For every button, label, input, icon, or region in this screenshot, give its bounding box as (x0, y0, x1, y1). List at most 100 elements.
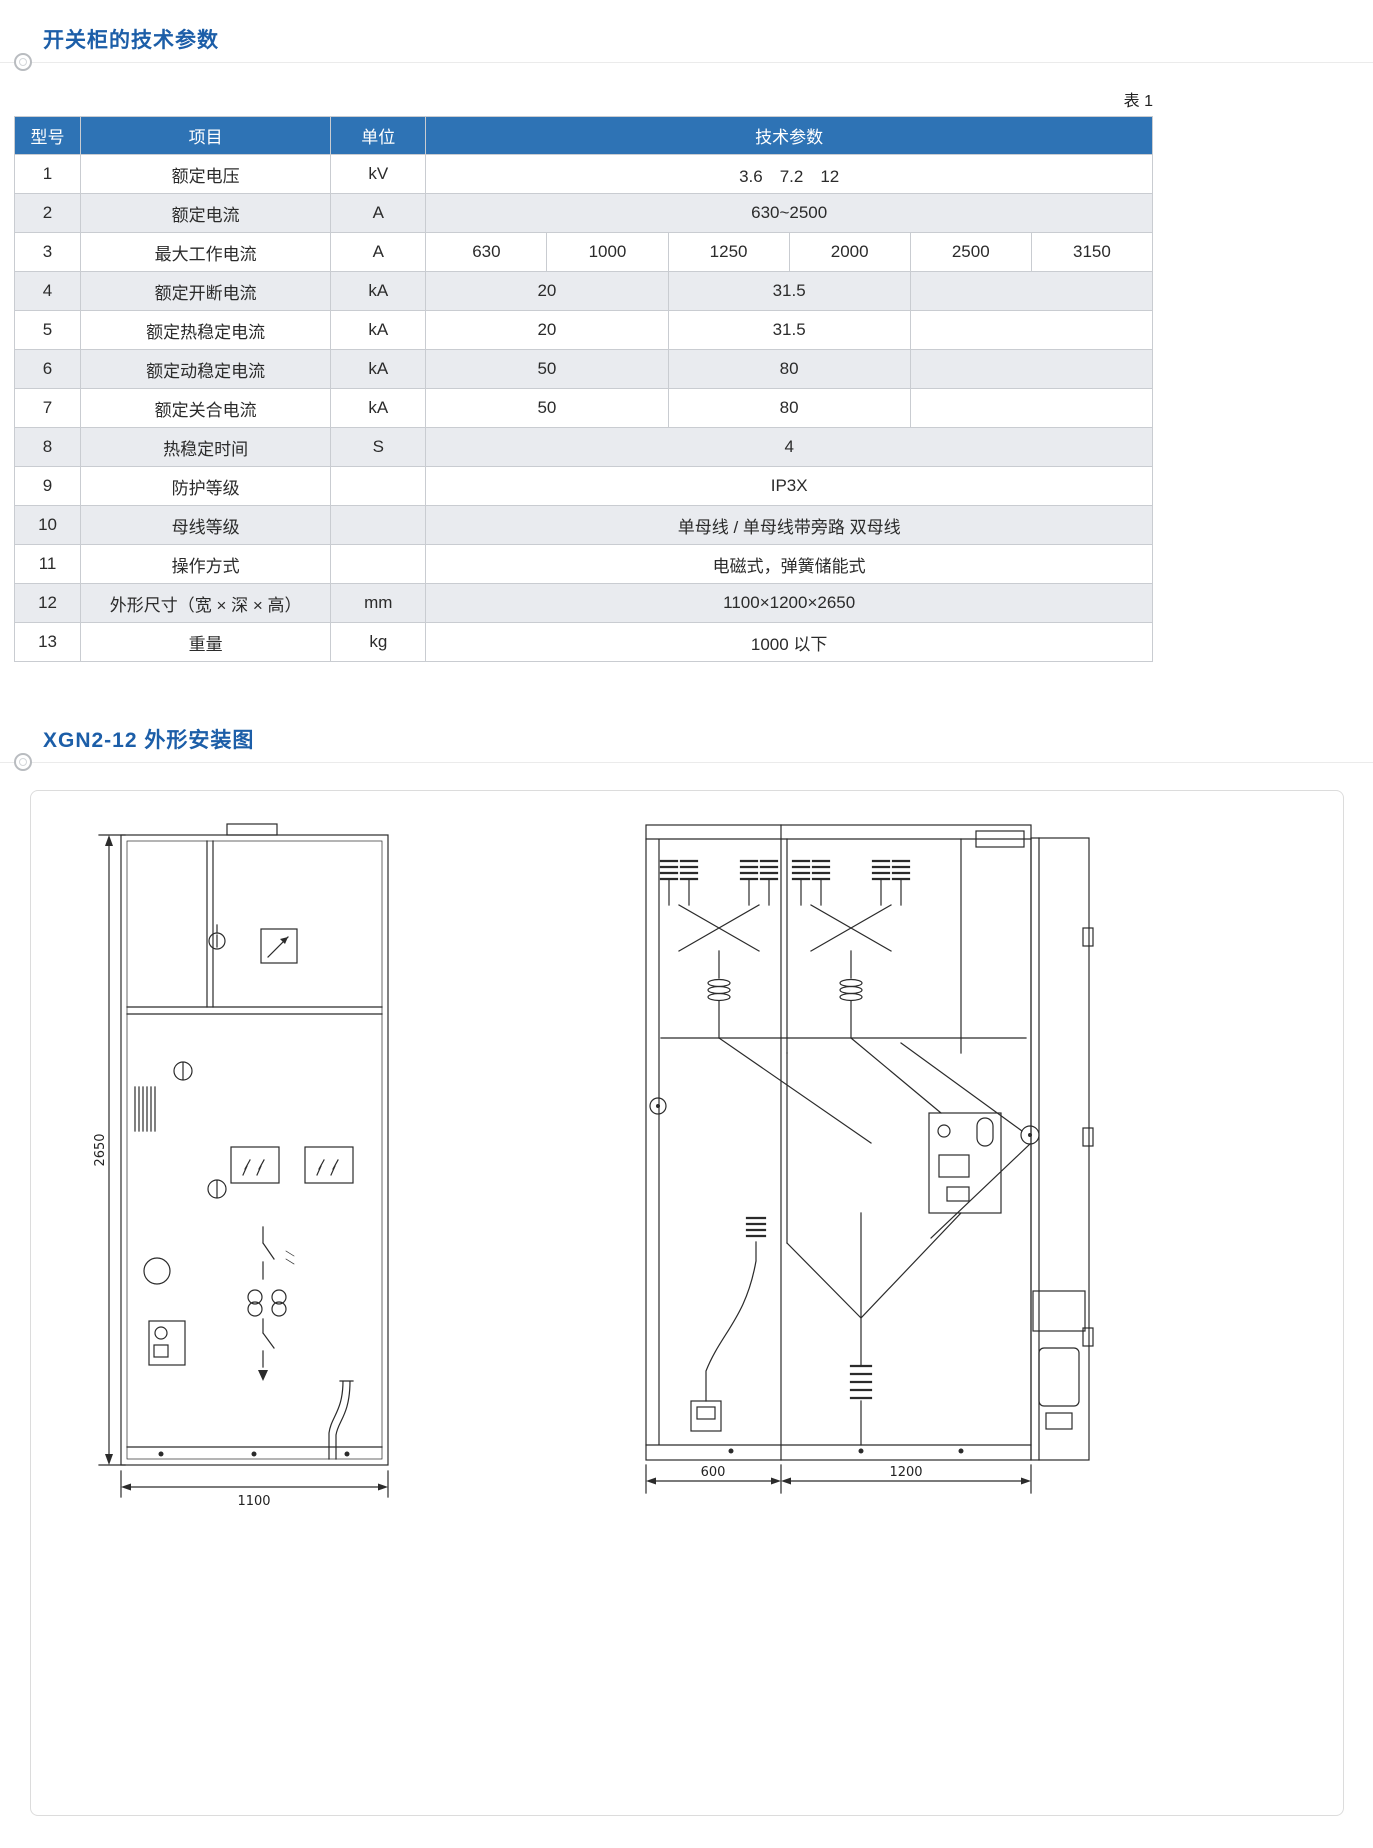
front-cabinet-outline (120, 823, 389, 1466)
side-depth-label-left: 600 (701, 1465, 726, 1480)
cell-item: 额定热稳定电流 (80, 310, 332, 350)
cell-param-value: IP3X (425, 466, 1153, 506)
front-width-dimension (120, 1470, 389, 1498)
cell-param-value: 80 (667, 349, 911, 389)
table-header-row: 型号 项目 单位 技术参数 (13, 116, 1153, 155)
cell-param-value: 50 (425, 388, 669, 428)
drive-shaft-left (649, 1097, 667, 1115)
cell-unit: kA (330, 271, 427, 311)
cell-item: 重量 (80, 622, 332, 662)
cell-param-value (909, 388, 1154, 428)
cell-item: 额定动稳定电流 (80, 349, 332, 389)
cell-row-number: 6 (13, 349, 82, 389)
incoming-cable (690, 1241, 757, 1432)
busbar-connections (668, 878, 902, 979)
cell-item: 额定电流 (80, 193, 332, 233)
cell-param-value: 1250 (667, 232, 790, 272)
col-header-model: 型号 (13, 116, 82, 155)
cell-row-number: 11 (13, 544, 82, 584)
section-divider-line (0, 62, 1373, 63)
interlock-box (148, 1320, 186, 1366)
cell-param-value: 电磁式，弹簧储能式 (425, 544, 1153, 584)
section-title-outline: XGN2-12 外形安装图 (43, 729, 255, 752)
cell-row-number: 5 (13, 310, 82, 350)
front-width-label: 1100 (237, 1494, 270, 1509)
section-marker-icon (14, 753, 32, 771)
cell-row-number: 9 (13, 466, 82, 506)
cell-row-number: 12 (13, 583, 82, 623)
busbar-insulators (659, 859, 911, 881)
cell-param-value: 20 (425, 271, 669, 311)
cell-unit: mm (330, 583, 427, 623)
section-marker-icon (14, 53, 32, 71)
table-caption: 表 1 (1123, 93, 1153, 110)
cell-row-number: 1 (13, 154, 82, 194)
cell-item: 操作方式 (80, 544, 332, 584)
cell-item: 外形尺寸（宽 × 深 × 高） (80, 583, 332, 623)
front-view-drawing: 2650 1100 (93, 823, 389, 1509)
cell-item: 防护等级 (80, 466, 332, 506)
operation-handle-2 (207, 1179, 227, 1199)
cell-param-value (909, 349, 1154, 389)
cell-param-value: 单母线 / 单母线带旁路 双母线 (425, 505, 1153, 545)
cell-row-number: 8 (13, 427, 82, 467)
cell-row-number: 13 (13, 622, 82, 662)
cell-row-number: 7 (13, 388, 82, 428)
cell-param-value: 31.5 (667, 271, 911, 311)
cell-unit (330, 505, 427, 545)
cell-unit: kg (330, 622, 427, 662)
cell-row-number: 4 (13, 271, 82, 311)
cell-row-number: 10 (13, 505, 82, 545)
cell-unit: kV (330, 154, 427, 194)
label-plate-1 (230, 1146, 280, 1184)
cell-unit (330, 544, 427, 584)
inspection-window (143, 1257, 171, 1285)
post-insulators (707, 978, 863, 1039)
cell-param-value: 630 (425, 232, 548, 272)
cell-unit: kA (330, 388, 427, 428)
cell-param-value: 630~2500 (425, 193, 1153, 233)
cell-param-value: 1000 (546, 232, 669, 272)
cell-row-number: 3 (13, 232, 82, 272)
cell-param-value: 2500 (909, 232, 1032, 272)
cell-param-value (909, 310, 1154, 350)
cell-param-value: 80 (667, 388, 911, 428)
cell-param-value: 31.5 (667, 310, 911, 350)
side-view-drawing: 600 1200 (645, 824, 1094, 1494)
ventilation-grille (134, 1086, 156, 1132)
drive-shaft-right (1020, 1125, 1040, 1145)
side-depth-dimensions (645, 1464, 1032, 1494)
cell-item: 母线等级 (80, 505, 332, 545)
operation-handle-1 (173, 1061, 193, 1081)
cable-duct (328, 1380, 354, 1460)
side-base (728, 1448, 964, 1454)
col-header-unit: 单位 (330, 116, 427, 155)
cell-item: 额定关合电流 (80, 388, 332, 428)
cell-param-value: 3150 (1030, 232, 1154, 272)
breaker-mechanism (928, 1112, 1002, 1214)
cell-unit: kA (330, 349, 427, 389)
panel-lock (208, 924, 226, 950)
cell-param-value: 50 (425, 349, 669, 389)
cell-param-value: 4 (425, 427, 1153, 467)
cell-unit: A (330, 193, 427, 233)
cell-unit: kA (330, 310, 427, 350)
cell-item: 热稳定时间 (80, 427, 332, 467)
section-divider-line (0, 762, 1373, 763)
panel-meter (260, 928, 298, 964)
front-height-label: 2650 (93, 1133, 108, 1166)
cell-param-value: 20 (425, 310, 669, 350)
